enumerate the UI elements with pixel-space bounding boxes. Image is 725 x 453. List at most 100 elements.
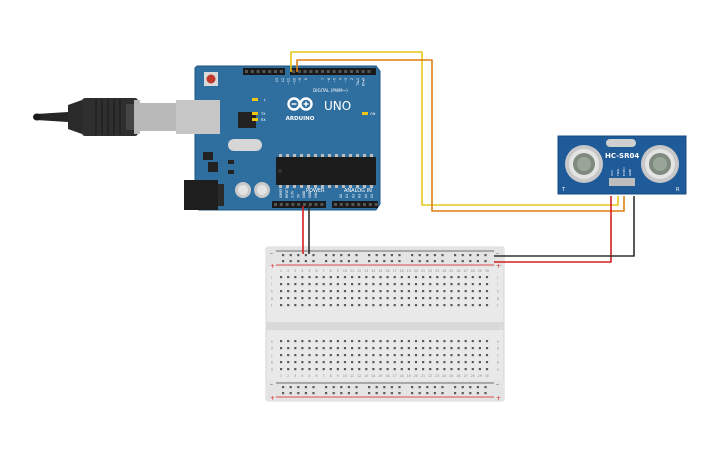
terminal-hole[interactable] <box>294 361 297 364</box>
terminal-hole[interactable] <box>450 290 453 293</box>
terminal-hole[interactable] <box>301 354 304 357</box>
terminal-hole[interactable] <box>457 290 460 293</box>
header-pin-hole[interactable] <box>361 70 365 73</box>
rail-hole[interactable] <box>433 392 436 395</box>
terminal-hole[interactable] <box>294 276 297 279</box>
terminal-hole[interactable] <box>407 276 410 279</box>
terminal-hole[interactable] <box>365 276 368 279</box>
rail-hole[interactable] <box>433 386 436 389</box>
terminal-hole[interactable] <box>287 304 290 307</box>
terminal-hole[interactable] <box>393 361 396 364</box>
terminal-hole[interactable] <box>386 361 389 364</box>
terminal-hole[interactable] <box>287 276 290 279</box>
rail-hole[interactable] <box>297 260 300 263</box>
rail-hole[interactable] <box>426 386 429 389</box>
terminal-hole[interactable] <box>457 276 460 279</box>
rail-hole[interactable] <box>461 386 464 389</box>
header-pin-hole[interactable] <box>363 203 366 206</box>
terminal-hole[interactable] <box>457 340 460 343</box>
terminal-hole[interactable] <box>372 354 375 357</box>
rail-hole[interactable] <box>312 260 315 263</box>
terminal-hole[interactable] <box>280 304 283 307</box>
terminal-hole[interactable] <box>372 340 375 343</box>
terminal-hole[interactable] <box>485 340 489 343</box>
terminal-hole[interactable] <box>372 304 375 307</box>
rail-hole[interactable] <box>297 386 300 389</box>
terminal-hole[interactable] <box>372 283 375 286</box>
terminal-hole[interactable] <box>294 354 297 357</box>
terminal-hole[interactable] <box>386 354 389 357</box>
terminal-hole[interactable] <box>329 340 332 343</box>
terminal-hole[interactable] <box>407 290 410 293</box>
terminal-hole[interactable] <box>351 304 354 307</box>
rail-hole[interactable] <box>368 386 371 389</box>
terminal-hole[interactable] <box>429 340 432 343</box>
terminal-hole[interactable] <box>343 361 347 364</box>
terminal-hole[interactable] <box>358 347 361 350</box>
rail-hole[interactable] <box>411 386 414 389</box>
terminal-hole[interactable] <box>294 368 297 371</box>
header-pin-hole[interactable] <box>268 70 272 73</box>
header-pin-hole[interactable] <box>315 70 319 73</box>
terminal-hole[interactable] <box>294 297 297 300</box>
terminal-hole[interactable] <box>280 340 283 343</box>
terminal-hole[interactable] <box>358 290 361 293</box>
terminal-hole[interactable] <box>471 347 474 350</box>
rail-hole[interactable] <box>332 386 335 389</box>
terminal-hole[interactable] <box>471 368 474 371</box>
terminal-hole[interactable] <box>280 276 283 279</box>
header-pin-hole[interactable] <box>292 70 295 73</box>
terminal-hole[interactable] <box>301 283 304 286</box>
terminal-hole[interactable] <box>414 347 418 350</box>
terminal-hole[interactable] <box>422 354 425 357</box>
terminal-hole[interactable] <box>379 354 382 357</box>
terminal-hole[interactable] <box>457 297 460 300</box>
rail-hole[interactable] <box>304 254 307 257</box>
terminal-hole[interactable] <box>478 297 481 300</box>
header-pin-hole[interactable] <box>344 70 348 73</box>
rail-hole[interactable] <box>340 392 343 395</box>
terminal-hole[interactable] <box>400 304 403 307</box>
terminal-hole[interactable] <box>287 340 290 343</box>
terminal-hole[interactable] <box>436 368 439 371</box>
terminal-hole[interactable] <box>343 283 347 286</box>
arduino-uno-board[interactable]: ARDUINO UNO AREF GND DIGITAL (PWM~) TX R… <box>176 65 381 211</box>
terminal-hole[interactable] <box>336 361 339 364</box>
rail-hole[interactable] <box>411 260 414 263</box>
terminal-hole[interactable] <box>414 368 418 371</box>
rail-hole[interactable] <box>390 260 393 263</box>
rail-hole[interactable] <box>289 260 292 263</box>
terminal-hole[interactable] <box>457 347 460 350</box>
terminal-hole[interactable] <box>365 368 368 371</box>
terminal-hole[interactable] <box>457 304 460 307</box>
rail-hole[interactable] <box>398 386 401 389</box>
terminal-hole[interactable] <box>315 368 318 371</box>
terminal-hole[interactable] <box>351 297 354 300</box>
rail-hole[interactable] <box>461 260 464 263</box>
terminal-hole[interactable] <box>450 283 453 286</box>
terminal-hole[interactable] <box>485 354 489 357</box>
terminal-hole[interactable] <box>351 361 354 364</box>
terminal-hole[interactable] <box>414 276 418 279</box>
terminal-hole[interactable] <box>365 347 368 350</box>
terminal-hole[interactable] <box>485 290 489 293</box>
rail-hole[interactable] <box>390 254 393 257</box>
terminal-hole[interactable] <box>343 297 347 300</box>
terminal-hole[interactable] <box>343 347 347 350</box>
terminal-hole[interactable] <box>336 347 339 350</box>
rail-hole[interactable] <box>433 254 436 257</box>
rail-hole[interactable] <box>368 254 371 257</box>
terminal-hole[interactable] <box>386 290 389 293</box>
terminal-hole[interactable] <box>308 354 311 357</box>
terminal-hole[interactable] <box>365 283 368 286</box>
rail-hole[interactable] <box>398 392 401 395</box>
terminal-hole[interactable] <box>322 354 325 357</box>
terminal-hole[interactable] <box>471 283 474 286</box>
terminal-hole[interactable] <box>436 354 439 357</box>
terminal-hole[interactable] <box>329 283 332 286</box>
rail-hole[interactable] <box>282 260 285 263</box>
terminal-hole[interactable] <box>358 283 361 286</box>
terminal-hole[interactable] <box>443 340 446 343</box>
terminal-hole[interactable] <box>485 347 489 350</box>
rail-hole[interactable] <box>476 386 479 389</box>
